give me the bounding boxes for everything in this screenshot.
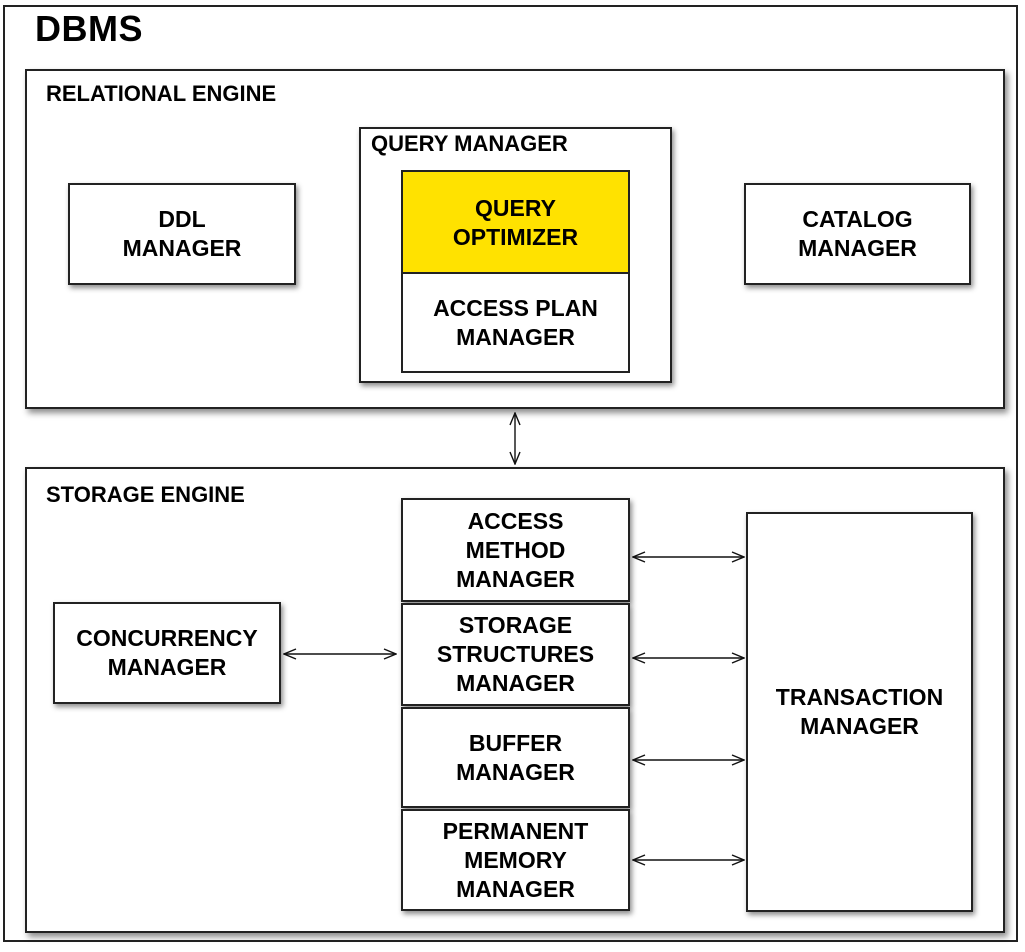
query-optimizer-box: QUERY OPTIMIZER <box>401 170 630 273</box>
access-plan-manager-box: ACCESS PLAN MANAGER <box>401 272 630 373</box>
access-method-manager-box: ACCESS METHOD MANAGER <box>401 498 630 602</box>
buffer-manager-label: BUFFER MANAGER <box>456 729 575 785</box>
relational-engine-label: RELATIONAL ENGINE <box>46 81 277 106</box>
storage-structures-manager-label: STORAGE STRUCTURES MANAGER <box>436 612 595 696</box>
access-method-manager-label: ACCESS METHOD MANAGER <box>456 507 575 592</box>
permanent-memory-manager-box: PERMANENT MEMORY MANAGER <box>401 809 630 911</box>
permanent-memory-manager-label: PERMANENT MEMORY MANAGER <box>442 817 589 902</box>
storage-structures-manager-box: STORAGE STRUCTURES MANAGER <box>401 603 630 706</box>
ddl-manager-box: DDL MANAGER <box>68 183 296 285</box>
concurrency-manager-label: CONCURRENCY MANAGER <box>76 625 258 680</box>
access-plan-manager-label: ACCESS PLAN MANAGER <box>433 294 598 350</box>
dbms-title: DBMS <box>35 8 143 49</box>
storage-engine-label: STORAGE ENGINE <box>46 482 245 507</box>
catalog-manager-label: CATALOG MANAGER <box>798 206 917 261</box>
concurrency-manager-box: CONCURRENCY MANAGER <box>53 602 281 704</box>
catalog-manager-box: CATALOG MANAGER <box>744 183 971 285</box>
query-optimizer-label: QUERY OPTIMIZER <box>452 194 579 250</box>
query-manager-label: QUERY MANAGER <box>371 131 568 156</box>
ddl-manager-label: DDL MANAGER <box>122 206 242 261</box>
transaction-manager-box: TRANSACTION MANAGER <box>746 512 973 912</box>
buffer-manager-box: BUFFER MANAGER <box>401 707 630 808</box>
transaction-manager-label: TRANSACTION MANAGER <box>775 684 944 739</box>
